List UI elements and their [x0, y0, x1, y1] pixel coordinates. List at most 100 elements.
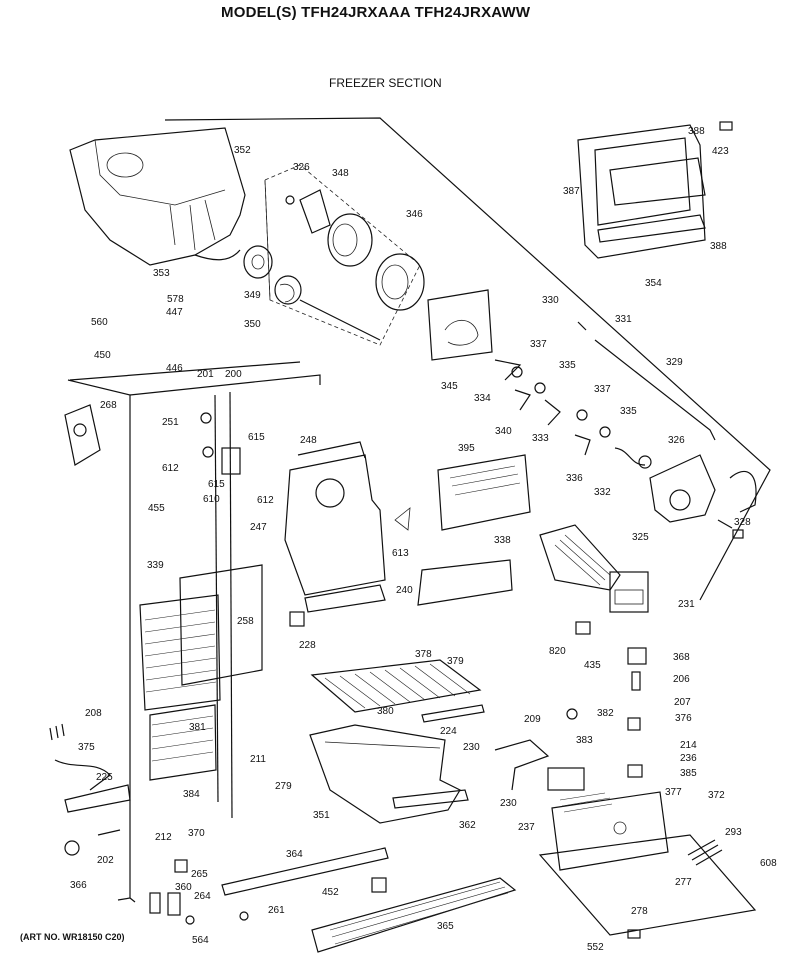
- bracket-268: [64, 404, 101, 466]
- part-callout-353: 353: [153, 268, 170, 279]
- dispenser-cover-258: [417, 559, 513, 606]
- part-callout-455: 455: [148, 503, 165, 514]
- part-callout-207: 207: [674, 697, 691, 708]
- part-callout-564: 564: [192, 935, 209, 946]
- part-callout-435: 435: [584, 660, 601, 671]
- relay-parts: [494, 739, 585, 791]
- part-callout-332: 332: [594, 487, 611, 498]
- part-callout-612: 612: [162, 463, 179, 474]
- part-callout-264: 264: [194, 891, 211, 902]
- part-callout-228: 228: [299, 640, 316, 651]
- part-callout-325: 325: [632, 532, 649, 543]
- part-callout-372: 372: [708, 790, 725, 801]
- part-callout-360: 360: [175, 882, 192, 893]
- part-callout-278: 278: [631, 906, 648, 917]
- part-callout-336: 336: [566, 473, 583, 484]
- part-callout-230: 230: [463, 742, 480, 753]
- part-callout-368: 368: [673, 652, 690, 663]
- ice-maker-820: [539, 524, 649, 613]
- part-callout-326: 326: [293, 162, 310, 173]
- part-callout-388: 388: [710, 241, 727, 252]
- part-callout-334: 334: [474, 393, 491, 404]
- part-callout-615: 615: [248, 432, 265, 443]
- duct-housing: [284, 441, 411, 613]
- part-callout-331: 331: [615, 314, 632, 325]
- part-callout-230: 230: [500, 798, 517, 809]
- ice-door-assembly: [577, 121, 733, 259]
- part-callout-349: 349: [244, 290, 261, 301]
- part-callout-365: 365: [437, 921, 454, 932]
- part-callout-237: 237: [518, 822, 535, 833]
- ice-bucket-352: [69, 127, 246, 266]
- part-callout-326: 326: [668, 435, 685, 446]
- part-callout-362: 362: [459, 820, 476, 831]
- part-callout-339: 339: [147, 560, 164, 571]
- part-callout-279: 279: [275, 781, 292, 792]
- part-callout-378: 378: [415, 649, 432, 660]
- part-callout-375: 375: [78, 742, 95, 753]
- art-number: (ART NO. WR18150 C20): [20, 932, 125, 942]
- part-callout-388: 388: [688, 126, 705, 137]
- part-callout-200: 200: [225, 369, 242, 380]
- control-board-395: [437, 454, 531, 531]
- part-callout-364: 364: [286, 849, 303, 860]
- part-callout-423: 423: [712, 146, 729, 157]
- part-callout-376: 376: [675, 713, 692, 724]
- part-callout-209: 209: [524, 714, 541, 725]
- heater-and-rail: [49, 723, 131, 813]
- part-callout-247: 247: [250, 522, 267, 533]
- part-callout-214: 214: [680, 740, 697, 751]
- part-callout-608: 608: [760, 858, 777, 869]
- part-callout-578: 578: [167, 294, 184, 305]
- part-callout-330: 330: [542, 295, 559, 306]
- part-callout-395: 395: [458, 443, 475, 454]
- part-callout-452: 452: [322, 887, 339, 898]
- fasteners: [64, 412, 641, 939]
- model-title: MODEL(S) TFH24JRXAAA TFH24JRXAWW: [221, 4, 531, 21]
- part-callout-333: 333: [532, 433, 549, 444]
- part-callout-613: 613: [392, 548, 409, 559]
- part-callout-612: 612: [257, 495, 274, 506]
- part-callout-338: 338: [494, 535, 511, 546]
- part-callout-346: 346: [406, 209, 423, 220]
- part-callout-206: 206: [673, 674, 690, 685]
- part-callout-366: 366: [70, 880, 87, 891]
- part-callout-552: 552: [587, 942, 604, 953]
- part-callout-224: 224: [440, 726, 457, 737]
- part-callout-377: 377: [665, 787, 682, 798]
- linkage-parts: [494, 359, 646, 466]
- part-callout-352: 352: [234, 145, 251, 156]
- part-callout-240: 240: [396, 585, 413, 596]
- part-callout-446: 446: [166, 363, 183, 374]
- section-boundary: [164, 117, 771, 601]
- part-callout-379: 379: [447, 656, 464, 667]
- part-callout-212: 212: [155, 832, 172, 843]
- part-callout-211: 211: [250, 754, 266, 765]
- part-callout-258: 258: [237, 616, 254, 627]
- part-callout-201: 201: [197, 369, 214, 380]
- part-callout-268: 268: [100, 400, 117, 411]
- part-callout-261: 261: [268, 905, 285, 916]
- part-callout-383: 383: [576, 735, 593, 746]
- motor-325: [638, 454, 757, 539]
- part-callout-225: 225: [96, 772, 113, 783]
- part-callout-387: 387: [563, 186, 580, 197]
- part-callout-348: 348: [332, 168, 349, 179]
- basket-211: [309, 724, 469, 824]
- part-callout-335: 335: [559, 360, 576, 371]
- section-title: FREEZER SECTION: [329, 76, 442, 90]
- part-callout-560: 560: [91, 317, 108, 328]
- part-callout-335: 335: [620, 406, 637, 417]
- part-callout-236: 236: [680, 753, 697, 764]
- part-callout-340: 340: [495, 426, 512, 437]
- bracket-plate-345: [427, 289, 493, 361]
- part-callout-450: 450: [94, 350, 111, 361]
- part-callout-208: 208: [85, 708, 102, 719]
- compressor-base: [538, 791, 757, 936]
- auger-box: [264, 164, 421, 346]
- part-callout-293: 293: [725, 827, 742, 838]
- part-callout-277: 277: [675, 877, 692, 888]
- part-callout-337: 337: [594, 384, 611, 395]
- part-callout-385: 385: [680, 768, 697, 779]
